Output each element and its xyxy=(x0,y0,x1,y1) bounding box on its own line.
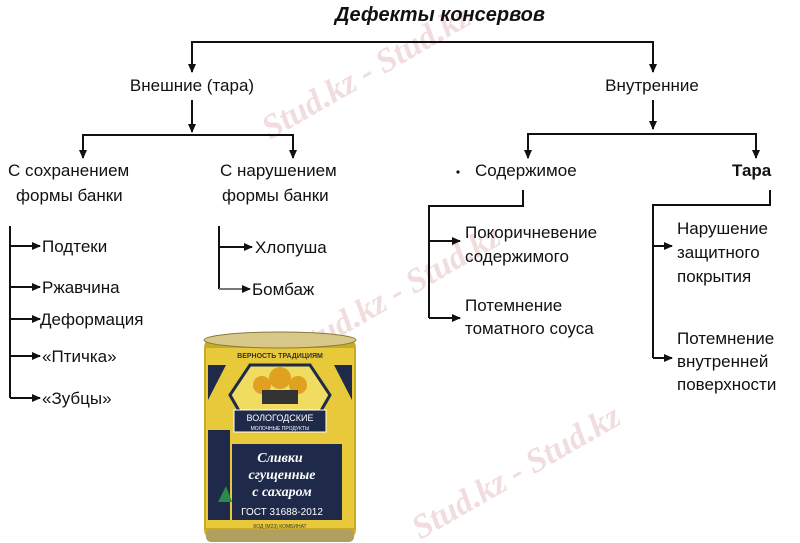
node-container: Тара xyxy=(732,161,772,180)
svg-text:ВОЛОГОДСКИЕ: ВОЛОГОДСКИЕ xyxy=(247,413,314,423)
svg-text:ГОСТ 31688-2012: ГОСТ 31688-2012 xyxy=(241,507,323,518)
bullet-dot xyxy=(456,170,460,174)
list-item-line3: покрытия xyxy=(677,267,751,286)
node-preserved-shape-line2: формы банки xyxy=(16,186,123,205)
svg-text:МОЛОЧНЫЕ ПРОДУКТЫ: МОЛОЧНЫЕ ПРОДУКТЫ xyxy=(251,426,310,432)
list-item: Ржавчина xyxy=(42,278,120,297)
list-item-line2: томатного соуса xyxy=(465,319,594,338)
svg-text:сгущенные: сгущенные xyxy=(249,468,316,483)
node-preserved-shape: С сохранением xyxy=(8,161,129,180)
list-item: Бомбаж xyxy=(252,280,315,299)
list-item: Потемнение xyxy=(465,296,562,315)
node-external: Внешние (тара) xyxy=(130,76,254,95)
node-contents: Содержимое xyxy=(475,161,577,180)
list-item: Подтеки xyxy=(42,237,107,256)
list-item: Хлопуша xyxy=(255,238,327,257)
svg-text:с сахаром: с сахаром xyxy=(252,485,312,500)
list-item: Покоричневение xyxy=(465,223,597,242)
node-broken-shape: С нарушением xyxy=(220,161,337,180)
node-internal: Внутренние xyxy=(605,76,699,95)
list-item-line2: защитного xyxy=(677,243,760,262)
node-broken-shape-line2: формы банки xyxy=(222,186,329,205)
connector xyxy=(428,190,524,318)
list-item: Нарушение xyxy=(677,219,768,238)
list-item: Деформация xyxy=(40,310,143,329)
svg-text:КОД (М23) КОМБИНАТ: КОД (М23) КОМБИНАТ xyxy=(253,524,306,530)
list-item: Потемнение xyxy=(677,329,774,348)
preserved-list: Подтеки Ржавчина Деформация «Птичка» «Зу… xyxy=(10,237,143,408)
svg-text:ВЕРНОСТЬ ТРАДИЦИЯМ: ВЕРНОСТЬ ТРАДИЦИЯМ xyxy=(237,353,323,360)
list-item-line3: поверхности xyxy=(677,375,776,394)
connector xyxy=(652,190,771,358)
diagram-title: Дефекты консервов xyxy=(333,4,545,26)
list-item-line2: внутренней xyxy=(677,352,768,371)
connector xyxy=(527,133,757,158)
svg-text:Сливки: Сливки xyxy=(257,451,303,466)
list-item: «Зубцы» xyxy=(42,389,112,408)
list-item-line2: содержимого xyxy=(465,247,569,266)
connector xyxy=(82,134,294,158)
condensed-milk-can-image: ВЕРНОСТЬ ТРАДИЦИЯМ ВОЛОГОДСКИЕ МОЛОЧНЫЕ … xyxy=(203,331,357,542)
list-item: «Птичка» xyxy=(42,347,117,366)
watermark: Stud.kz - Stud.kz xyxy=(406,397,628,543)
